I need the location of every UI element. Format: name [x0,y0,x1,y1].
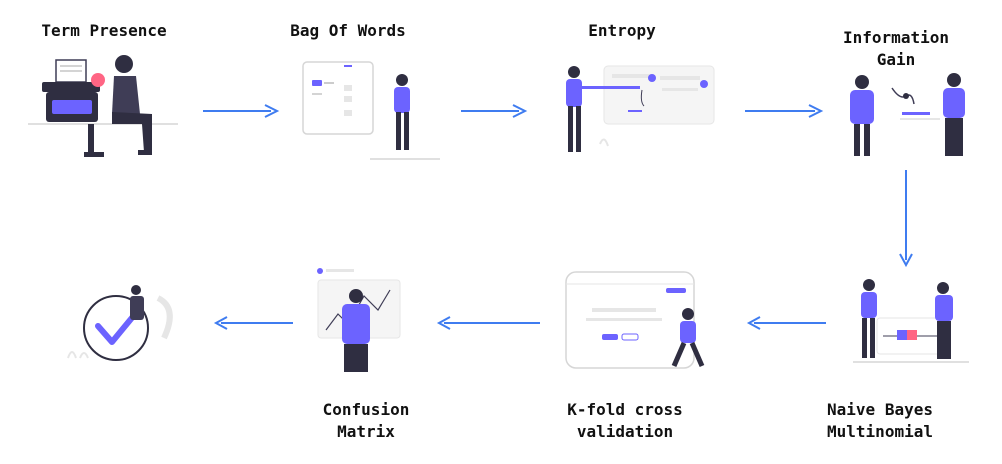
flow-arrow-4 [899,170,913,268]
two-people-board-illustration [853,279,969,363]
step-label-entropy: Entropy [588,21,656,40]
checkmark-person-illustration [67,285,173,361]
step-label-kfold: K-fold cross validation [567,400,683,441]
step-label-term-presence: Term Presence [41,21,167,40]
presenter-chart-illustration [317,268,401,372]
flow-arrow-6 [436,316,540,330]
browser-window-walker-illustration [565,271,705,369]
step-label-naive-bayes: Naive Bayes Multinomial [827,400,933,441]
step-label-bag-of-words: Bag Of Words [290,21,406,40]
flow-arrow-2 [461,104,528,118]
step-label-information-gain: Information Gain [843,28,949,69]
two-people-discussion-illustration [850,73,965,156]
flow-arrow-1 [203,104,280,118]
typewriter-person-illustration [28,55,178,157]
whiteboard-person-illustration [302,61,440,160]
flow-arrow-3 [745,104,824,118]
flow-arrow-7 [213,316,293,330]
dashboard-person-illustration [566,65,715,152]
step-label-confusion-matrix: Confusion Matrix [322,400,410,441]
flow-arrow-5 [746,316,826,330]
